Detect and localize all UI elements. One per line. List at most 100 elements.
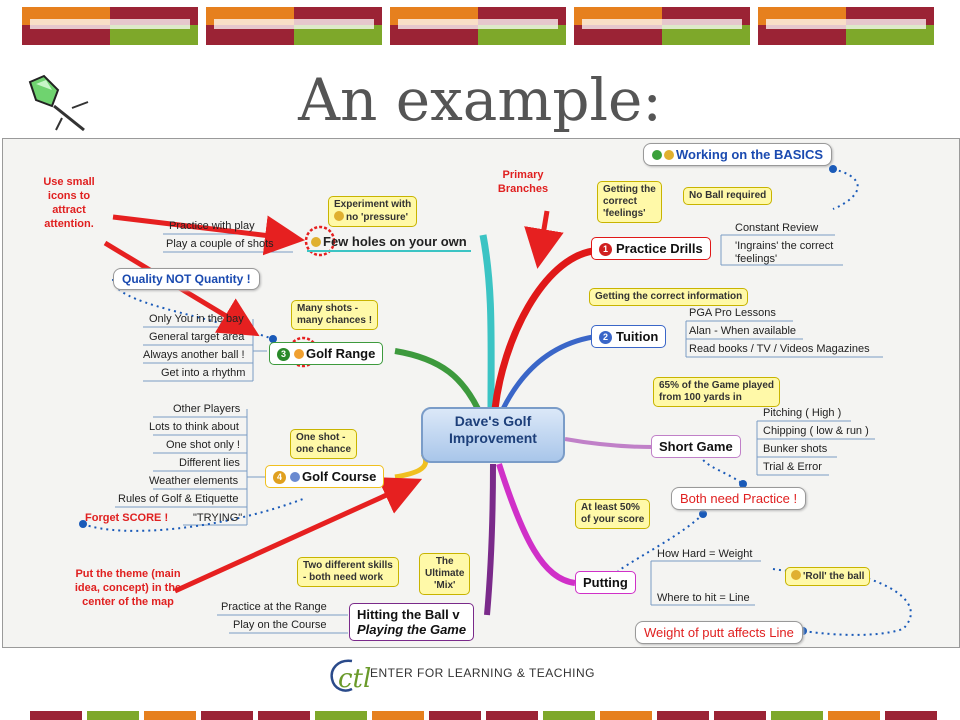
mind-map: Use small icons to attract attention. Pr… (2, 138, 960, 648)
red-arrow-4 (173, 477, 423, 594)
callout-line: Two different skills (303, 560, 393, 571)
leaf-other-players: Other Players (173, 403, 241, 415)
number-badge-icon: 3 (277, 348, 290, 361)
branch-curve-putting (496, 463, 576, 586)
leaf-bunker: Bunker shots (763, 443, 828, 455)
bottom-banner-segment (600, 711, 652, 720)
bottom-banner-segment (771, 711, 823, 720)
callout-line: No Ball required (689, 190, 767, 201)
bottom-banner-segment (258, 711, 310, 720)
annotation-small-icons: Use small icons to attract attention. (43, 176, 95, 230)
callout-line: The (435, 556, 454, 567)
branch-curve-practice (491, 247, 594, 410)
leaf-rules-etiquette: Rules of Golf & Etiquette (118, 493, 239, 505)
tuition-callout: Getting the correct information (589, 288, 749, 306)
red-arrow-3 (524, 210, 564, 269)
both-need-practice-label[interactable]: Both need Practice ! (671, 487, 807, 510)
roll-ball-text: 'Roll' the ball (803, 571, 865, 582)
red-arrow-1 (112, 214, 305, 256)
practice-callout-2: No Ball required (683, 187, 773, 205)
ctl-logo: ctl (330, 659, 371, 694)
putting-label: Putting (583, 575, 628, 590)
bottom-banner-segment (429, 711, 481, 720)
leaf-practice-range: Practice at the Range (221, 601, 327, 613)
leaf-rhythm: Get into a rhythm (161, 367, 246, 379)
golf-course-node[interactable]: 4 Golf Course (265, 465, 385, 488)
golf-course-label: Golf Course (302, 469, 377, 484)
center-line-1: Dave's Golf (454, 413, 532, 429)
banner-segment (758, 7, 934, 45)
footer-text: ENTER FOR LEARNING & TEACHING (370, 666, 595, 680)
golf-range-callout: Many shots - many chances ! (291, 300, 379, 330)
annotation-put-theme: Put the theme (main idea, concept) in th… (74, 568, 182, 608)
callout-line: One shot - (296, 432, 346, 443)
forget-score-label[interactable]: Forget SCORE ! (85, 512, 169, 524)
callout-line: At least 50% (581, 502, 640, 513)
banner-segment (574, 7, 750, 45)
thumbs-up-icon (664, 150, 674, 160)
callout-text: no 'pressure' (346, 212, 408, 223)
thumbs-up-icon (311, 237, 321, 247)
banner-segment (206, 7, 382, 45)
few-holes-node[interactable]: Few holes on your own (307, 235, 471, 252)
smiley-icon (294, 349, 304, 359)
bottom-banner-segment (828, 711, 880, 720)
logo-letters: ctl (338, 664, 371, 694)
bottom-banner-segment (885, 711, 937, 720)
short-game-node[interactable]: Short Game (651, 435, 741, 458)
banner-segment (22, 7, 198, 45)
leaf-feelings: 'feelings' (735, 253, 778, 265)
center-node[interactable]: Dave's Golf Improvement (421, 407, 565, 463)
number-badge-icon: 4 (273, 471, 286, 484)
bottom-banner (30, 711, 940, 720)
bottom-banner-segment (486, 711, 538, 720)
callout-line: Getting the (603, 184, 656, 195)
leaf-always-another-ball: Always another ball ! (143, 349, 245, 361)
leaf-ingrains: 'Ingrains' the correct (735, 240, 834, 252)
leaf-different-lies: Different lies (179, 457, 240, 469)
callout-line: Experiment with (334, 199, 412, 210)
hitting-callout-2: The Ultimate 'Mix' (419, 553, 471, 595)
leaf-play-course: Play on the Course (233, 619, 327, 631)
putting-callout: At least 50% of your score (575, 499, 651, 529)
bottom-banner-segment (30, 711, 82, 720)
number-badge-icon: 2 (599, 331, 612, 344)
leaf-chipping: Chipping ( low & run ) (763, 425, 869, 437)
short-game-label: Short Game (659, 439, 733, 454)
callout-line: Many shots - (297, 303, 359, 314)
putting-node[interactable]: Putting (575, 571, 636, 594)
bottom-banner-segment (87, 711, 139, 720)
bottom-banner-segment (543, 711, 595, 720)
leaf-where-to-hit: Where to hit = Line (657, 592, 750, 604)
quality-label[interactable]: Quality NOT Quantity ! (113, 268, 260, 290)
callout-line: - both need work (303, 572, 383, 583)
bottom-banner-segment (144, 711, 196, 720)
basics-label[interactable]: Working on the BASICS (643, 143, 833, 166)
number-badge-icon: 1 (599, 243, 612, 256)
hitting-node[interactable]: Hitting the Ball v Playing the Game (349, 603, 475, 641)
callout-line: no 'pressure' (334, 211, 411, 224)
few-holes-label: Few holes on your own (323, 234, 467, 249)
branch-curve-hitting (484, 463, 496, 616)
callout-line: from 100 yards in (659, 392, 742, 403)
leaf-lots-to-think: Lots to think about (149, 421, 239, 433)
few-holes-callout: Experiment with no 'pressure' (328, 196, 418, 227)
practice-callout-1: Getting the correct 'feelings' (597, 181, 662, 223)
weight-of-putt-label[interactable]: Weight of putt affects Line (635, 621, 803, 644)
leaf-how-hard: How Hard = Weight (657, 548, 753, 560)
slide-title: An example: (298, 66, 662, 134)
leaf-pitching: Pitching ( High ) (763, 407, 842, 419)
leaf-play-couple-shots: Play a couple of shots (166, 238, 274, 250)
leaf-constant-review: Constant Review (735, 222, 819, 234)
leaf-pga-pro: PGA Pro Lessons (689, 307, 776, 319)
leaf-weather: Weather elements (149, 475, 239, 487)
leaf-trial-error: Trial & Error (763, 461, 822, 473)
center-line-2: Improvement (449, 430, 537, 446)
hitting-label-1: Hitting the Ball v (357, 607, 460, 622)
top-banner (22, 7, 938, 45)
branch-curve-tuition (500, 334, 594, 411)
short-game-callout: 65% of the Game played from 100 yards in (653, 377, 781, 407)
